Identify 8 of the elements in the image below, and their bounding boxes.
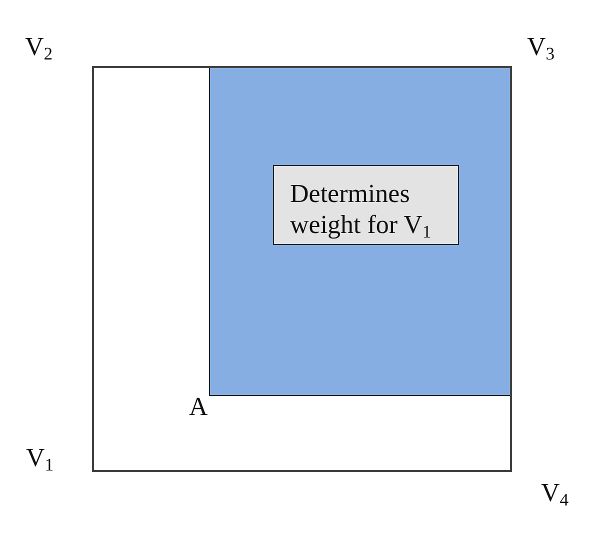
vertex-label: V$_{2}$ [25, 33, 53, 61]
note-box: Determines weight for V$_{1}$ [273, 165, 459, 245]
vertex-label: V$_{3}$ [527, 33, 555, 61]
vertex-label: V$_{4}$ [541, 479, 569, 507]
point-label: A [189, 393, 208, 421]
shaded-region [209, 68, 510, 396]
vertex-label: V$_{1}$ [26, 444, 54, 472]
outer-square [92, 66, 512, 472]
